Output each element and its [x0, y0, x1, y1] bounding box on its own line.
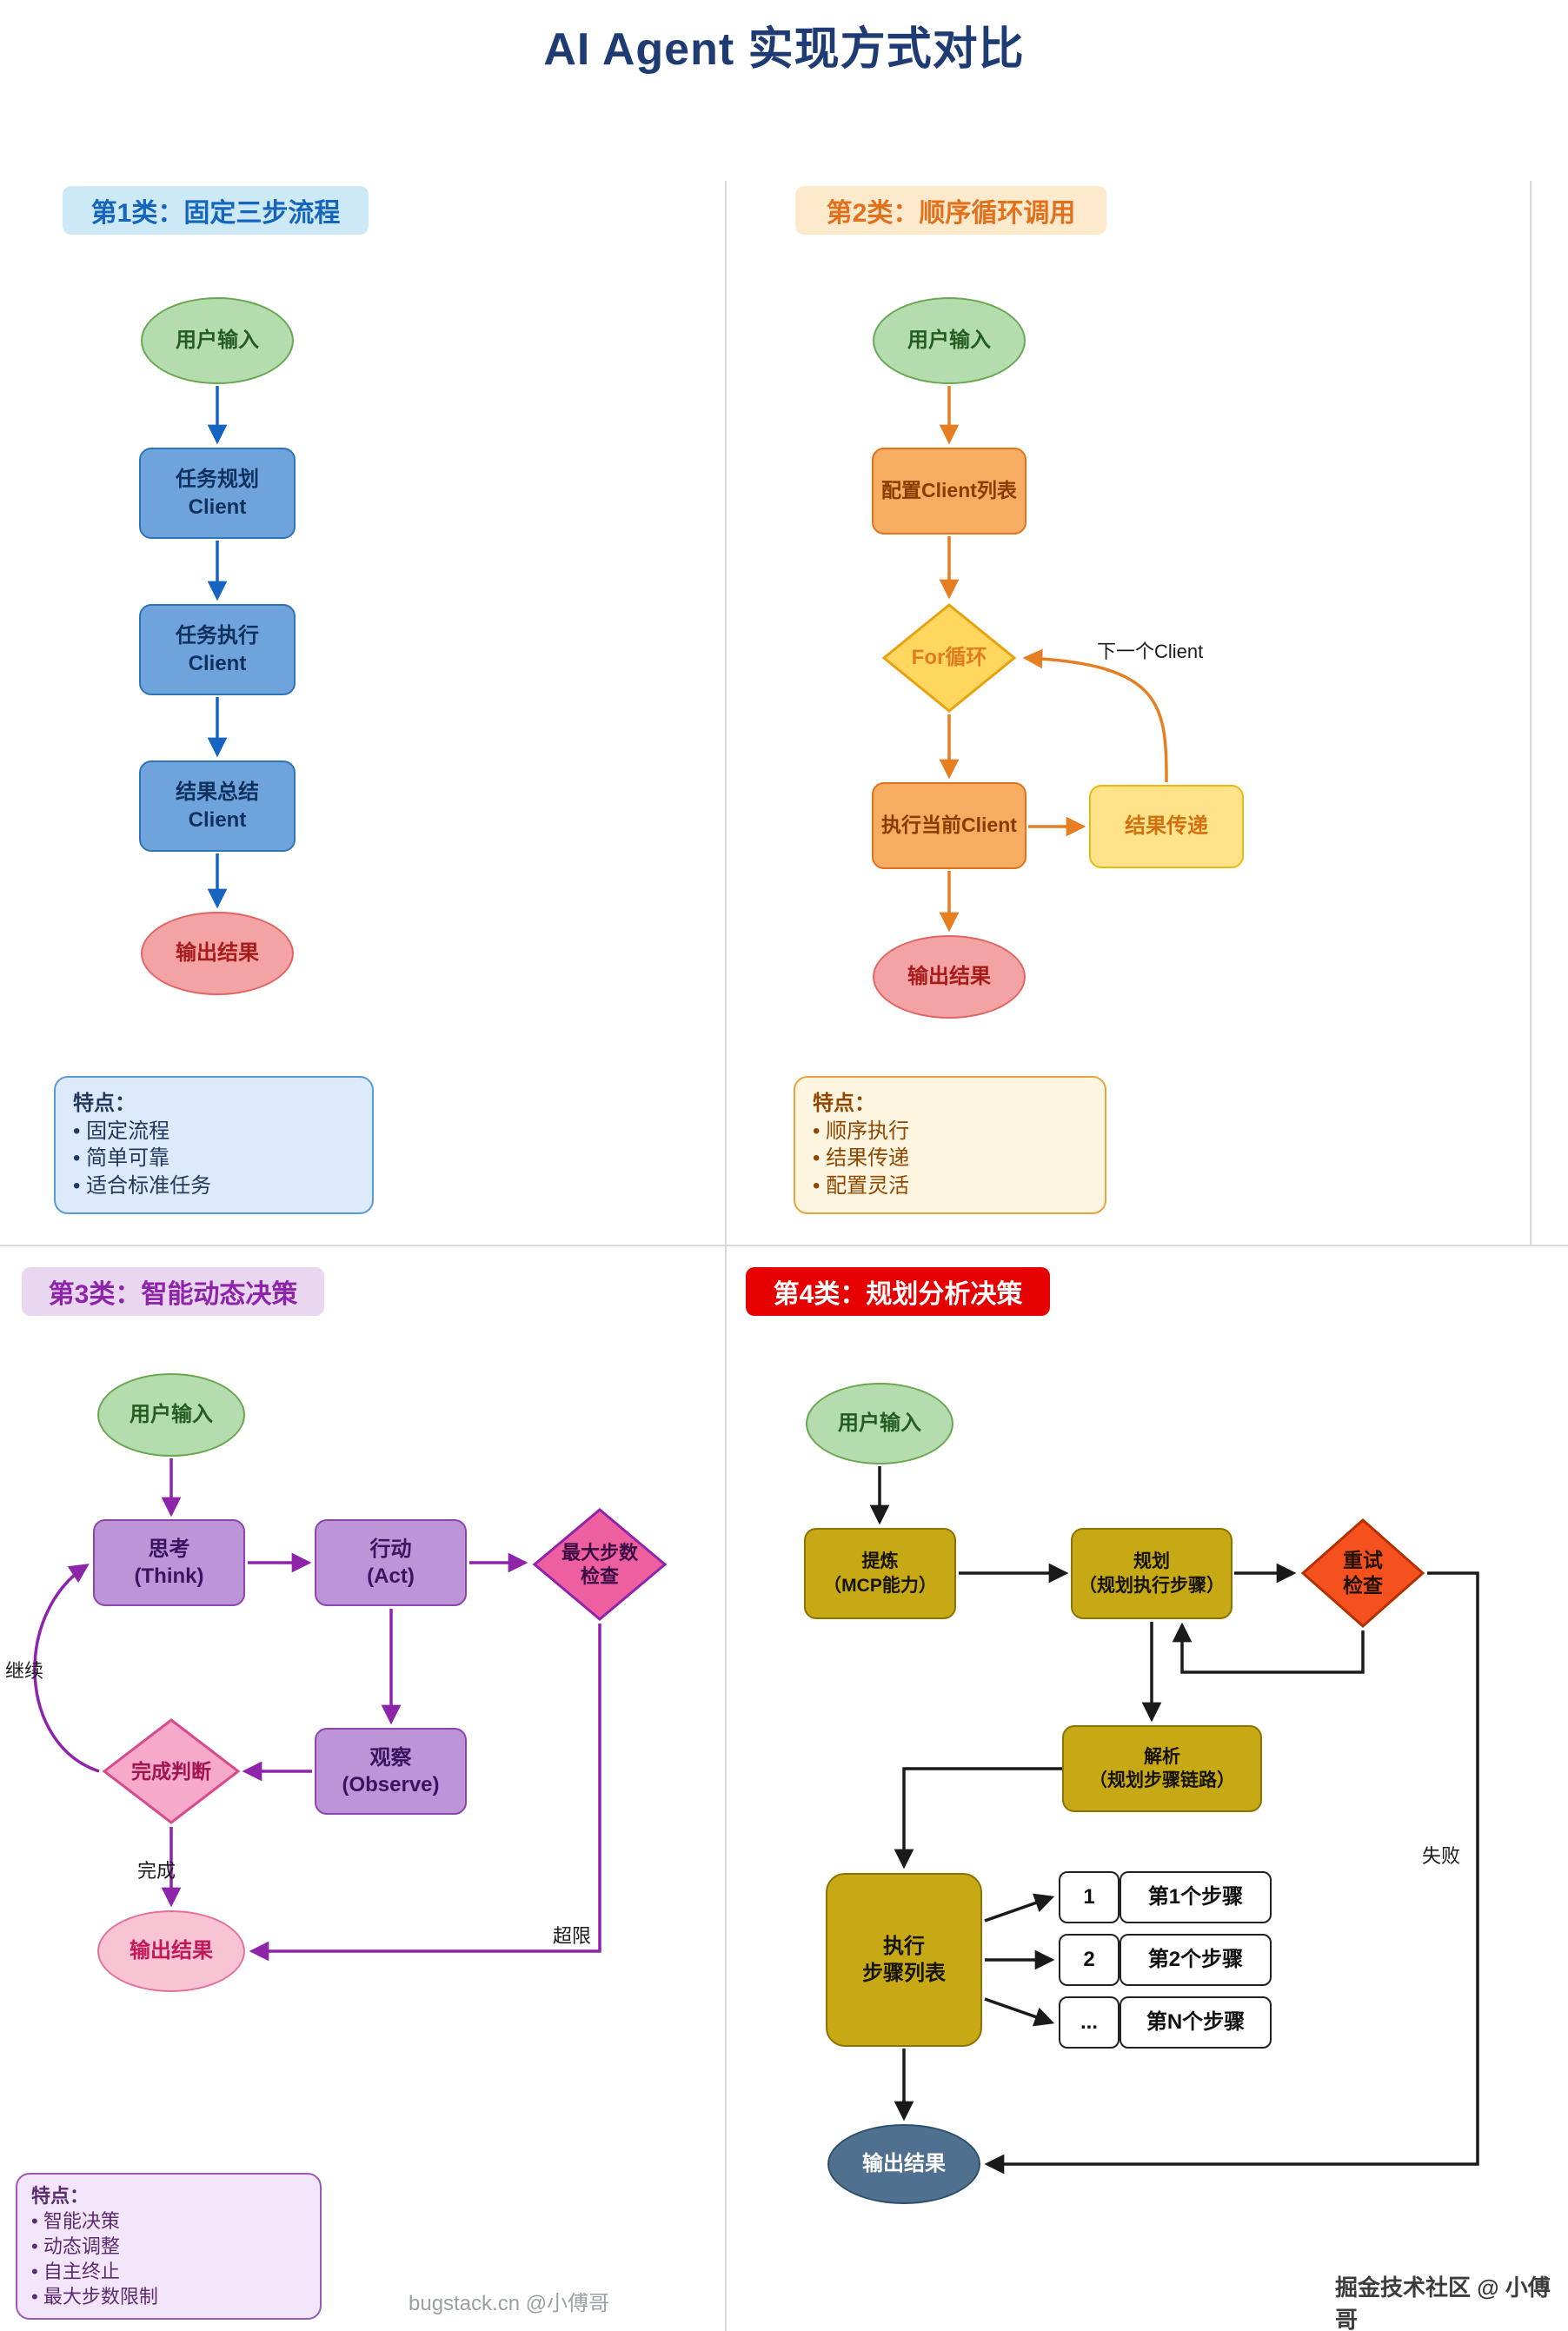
q3-max-steps-check-node: 最大步数 检查	[532, 1507, 668, 1622]
divider-horizontal	[0, 1245, 1568, 1246]
q4-plan-node: 规划 （规划执行步骤）	[1071, 1528, 1232, 1619]
q1-summary-node: 结果总结 Client	[139, 760, 296, 852]
q4-step-label: 第N个步骤	[1120, 1996, 1272, 2049]
q2-execute-current-client-node: 执行当前Client	[872, 782, 1027, 869]
q3-observe-node: 观察 (Observe)	[315, 1728, 467, 1815]
q1-execute-node: 任务执行 Client	[139, 604, 296, 695]
q2-config-client-list-node: 配置Client列表	[872, 448, 1027, 535]
q4-step-list-node: 执行 步骤列表	[826, 1873, 982, 2047]
edge-label-continue: 继续	[5, 1660, 44, 1682]
q4-refine-node: 提炼 （MCP能力）	[804, 1528, 956, 1619]
q4-step-index: ...	[1059, 1996, 1120, 2049]
q4-step-index: 2	[1059, 1934, 1120, 1986]
q2-feature-item: • 配置灵活	[813, 1174, 910, 1199]
divider-vertical-bottom	[725, 1246, 727, 2331]
q3-done-check-node: 完成判断	[102, 1717, 241, 1825]
q1-user-input-node: 用户输入	[141, 297, 294, 384]
q3-features-title: 特点：	[31, 2185, 90, 2207]
q1-output-node: 输出结果	[141, 912, 294, 995]
q2-for-loop-node: For循环	[881, 602, 1017, 714]
divider-vertical-top-right	[1530, 181, 1531, 1245]
footer-credit-left: bugstack.cn @小傅哥	[409, 2292, 610, 2315]
q2-pass-result-node: 结果传递	[1089, 785, 1244, 868]
q2-output-node: 输出结果	[873, 935, 1026, 1019]
edge-label-fail: 失败	[1422, 1845, 1461, 1867]
q1-plan-node: 任务规划 Client	[139, 448, 296, 539]
q4-retry-check-node: 重试 检查	[1300, 1517, 1425, 1629]
q2-features-box: 特点： • 顺序执行 • 结果传递 • 配置灵活	[794, 1076, 1106, 1214]
q2-feature-item: • 顺序执行	[813, 1119, 910, 1143]
q1-feature-item: • 简单可靠	[73, 1146, 170, 1171]
q3-max-steps-check-label: 最大步数 检查	[561, 1541, 638, 1588]
q2-badge: 第2类：顺序循环调用	[795, 186, 1106, 235]
q4-step-index: 1	[1059, 1871, 1120, 1923]
q4-retry-check-label: 重试 检查	[1343, 1549, 1383, 1597]
q2-user-input-node: 用户输入	[873, 297, 1026, 384]
q3-badge: 第3类：智能动态决策	[22, 1267, 324, 1316]
q3-features-box: 特点： • 智能决策 • 动态调整 • 自主终止 • 最大步数限制	[16, 2173, 322, 2321]
q1-features-box: 特点： • 固定流程 • 简单可靠 • 适合标准任务	[54, 1076, 374, 1214]
divider-vertical-top	[725, 181, 727, 1245]
q1-features-title: 特点：	[73, 1092, 136, 1115]
q2-feature-item: • 结果传递	[813, 1146, 910, 1171]
q4-badge: 第4类：规划分析决策	[746, 1267, 1050, 1316]
diamond-shape	[532, 1508, 668, 1621]
q4-user-input-node: 用户输入	[806, 1383, 953, 1464]
q2-for-loop-label: For循环	[911, 646, 987, 669]
q3-feature-item: • 动态调整	[31, 2235, 120, 2258]
q1-feature-item: • 固定流程	[73, 1119, 170, 1143]
q3-user-input-node: 用户输入	[97, 1373, 245, 1457]
footer-credit-right: 掘金技术社区 @ 小傅哥	[1335, 2275, 1551, 2331]
q4-parse-node: 解析 （规划步骤链路）	[1062, 1725, 1262, 1812]
q4-output-node: 输出结果	[827, 2124, 980, 2204]
diamond-shape	[881, 603, 1017, 713]
q2-features-title: 特点：	[813, 1092, 875, 1115]
edge-label-next-client: 下一个Client	[1097, 641, 1204, 662]
q4-step-label: 第1个步骤	[1120, 1871, 1272, 1923]
q1-badge: 第1类：固定三步流程	[63, 186, 369, 235]
page-title: AI Agent 实现方式对比	[543, 24, 1025, 75]
q3-think-node: 思考 (Think)	[93, 1519, 245, 1606]
edge-label-over-limit: 超限	[553, 1925, 592, 1947]
edge-label-done: 完成	[137, 1860, 176, 1882]
q4-step-label: 第2个步骤	[1120, 1934, 1272, 1986]
q3-act-node: 行动 (Act)	[315, 1519, 467, 1606]
q3-output-node: 输出结果	[97, 1910, 245, 1992]
q1-feature-item: • 适合标准任务	[73, 1174, 212, 1199]
q3-feature-item: • 最大步数限制	[31, 2286, 158, 2308]
diamond-shape	[102, 1718, 241, 1824]
q3-feature-item: • 智能决策	[31, 2210, 120, 2233]
q3-feature-item: • 自主终止	[31, 2261, 120, 2283]
q3-done-check-label: 完成判断	[131, 1759, 211, 1783]
